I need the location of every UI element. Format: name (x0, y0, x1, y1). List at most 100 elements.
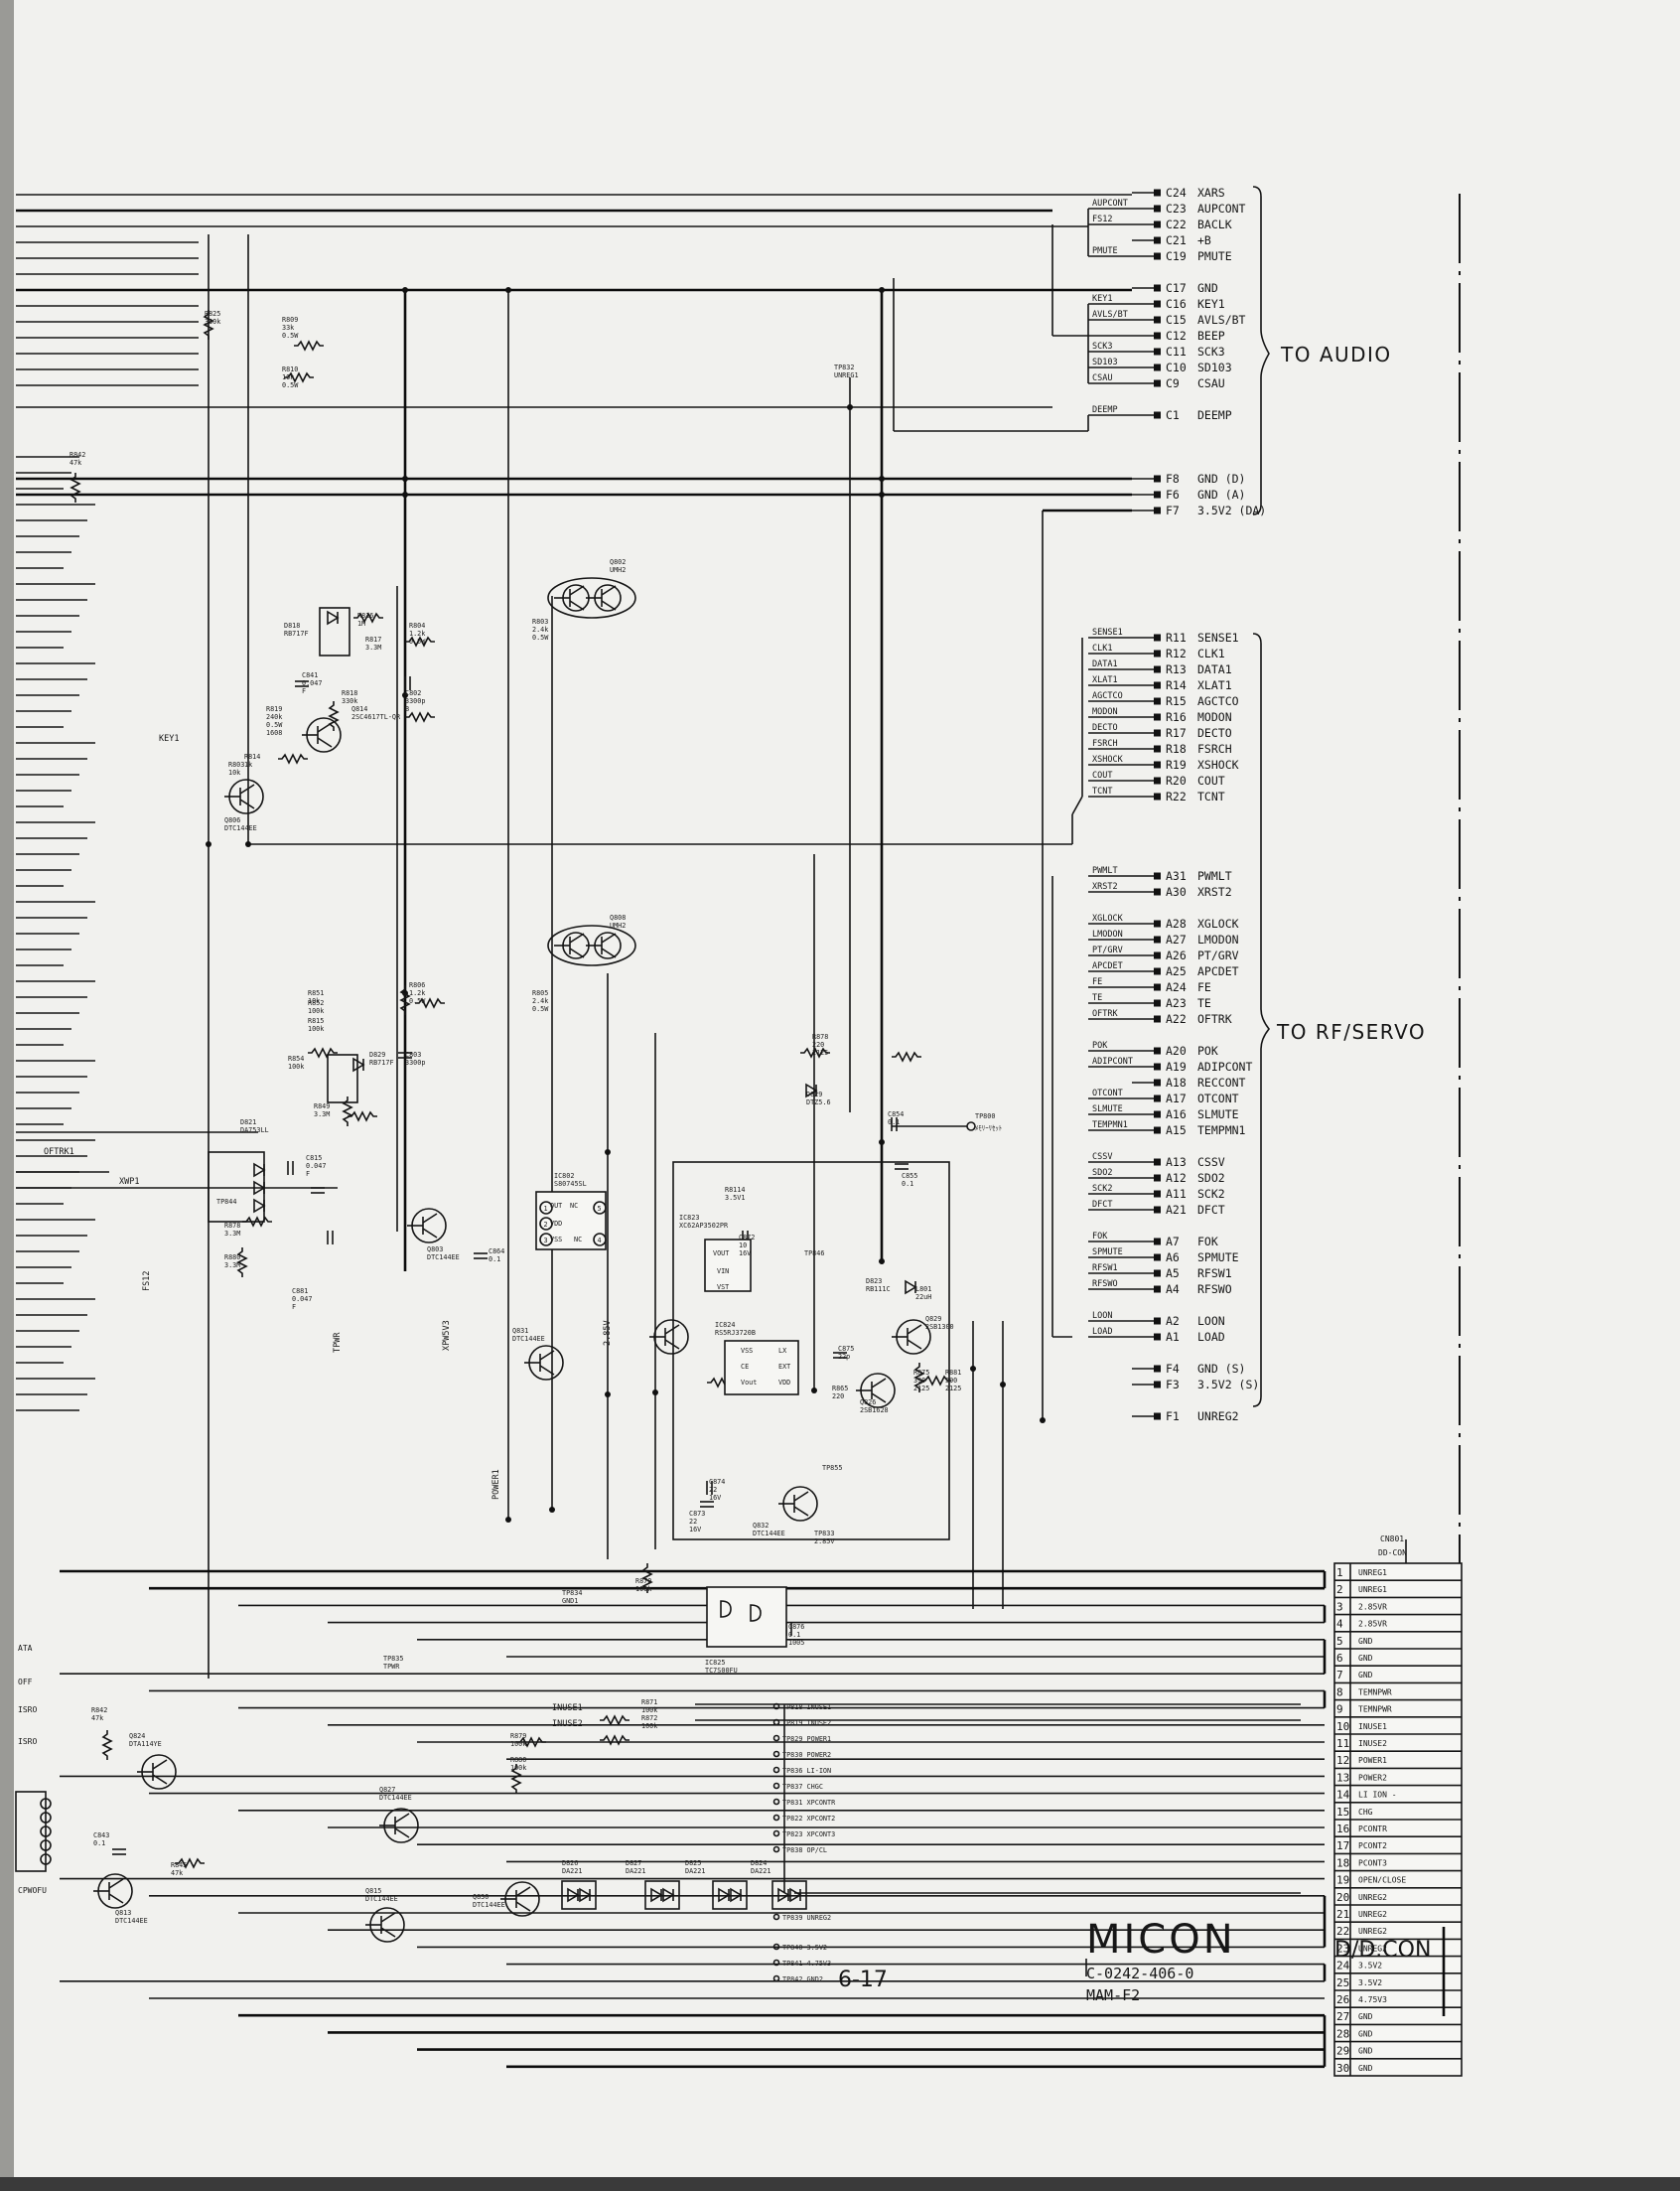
ic802-pin-out: OUT (550, 1202, 562, 1210)
connector-pin-4: 4 (1336, 1618, 1343, 1631)
connector-pin-20: 20 (1336, 1891, 1349, 1904)
rf-pin-15: A26 (1166, 949, 1187, 962)
edge-label-3: ISRO (18, 1737, 37, 1746)
rf-wire-2: DATA1 (1092, 659, 1118, 669)
audio-name-12: DEEMP (1197, 408, 1232, 422)
rf-pin-29: A21 (1166, 1203, 1187, 1217)
rf-name-10: TCNT (1197, 790, 1225, 803)
audio-name-2: BACLK (1197, 218, 1232, 231)
connector-signal-25: 3.5V2 (1358, 1978, 1382, 1987)
pwr-bot-name-2: UNREG2 (1197, 1409, 1239, 1423)
rf-wire-9: COUT (1092, 771, 1112, 781)
rf-pin-4: R15 (1166, 694, 1187, 708)
pwr-top-pin-2: F7 (1166, 504, 1180, 517)
rf-wire-18: TE (1092, 993, 1102, 1003)
rf-name-25: TEMPMN1 (1197, 1123, 1246, 1137)
rf-pin-2: R13 (1166, 662, 1187, 676)
rf-wire-14: LMODON (1092, 930, 1123, 940)
testpoint-tp830: TP830 POWER2 (782, 1751, 831, 1759)
connector-pin-8: 8 (1336, 1685, 1343, 1698)
signal-xwp1: XWP1 (119, 1177, 139, 1187)
audio-pin-9: C11 (1166, 345, 1187, 359)
audio-wire-9: SCK3 (1092, 342, 1112, 352)
audio-pin-4: C19 (1166, 249, 1187, 263)
connector-pin-26: 26 (1336, 1993, 1349, 2006)
connector-pin-25: 25 (1336, 1976, 1349, 1989)
rf-wire-10: TCNT (1092, 787, 1112, 797)
svg-text:4: 4 (598, 1237, 602, 1244)
rf-pin-28: A11 (1166, 1187, 1187, 1201)
pwr-top-name-1: GND (A) (1197, 488, 1245, 502)
page-bottom-edge (0, 2177, 1680, 2191)
rf-wire-26: CSSV (1092, 1152, 1112, 1162)
component-tp855: TP855 (822, 1464, 842, 1472)
ic824-pin-vss: VSS (741, 1347, 753, 1355)
signal-inuse2: INUSE2 (552, 1719, 583, 1729)
signal-key1: KEY1 (159, 734, 179, 744)
testpoint-tp837: TP837 CHGC (782, 1783, 823, 1791)
audio-brace (1252, 186, 1270, 515)
component-tp846: TP846 (804, 1249, 824, 1257)
rf-pin-1: R12 (1166, 647, 1187, 660)
audio-pin-7: C15 (1166, 313, 1187, 327)
rf-pin-33: A4 (1166, 1282, 1180, 1296)
signal-xpw5v3: XPW5V3 (442, 1320, 452, 1351)
drawing-number: C-0242-406-0 (1086, 1965, 1193, 1982)
audio-wire-1: AUPCONT (1092, 199, 1128, 209)
to-rf-servo-label: TO RF/SERVO (1276, 1020, 1426, 1044)
audio-name-7: AVLS/BT (1197, 313, 1246, 327)
connector-pin-29: 29 (1336, 2045, 1349, 2058)
component-tp800b: ﾒﾓﾘｰﾘｾｯﾄ (975, 1124, 1002, 1132)
ic802-pin-nc: NC (570, 1202, 578, 1210)
rf-wire-1: CLK1 (1092, 644, 1112, 654)
connector-signal-3: 2.85VR (1358, 1602, 1387, 1611)
connector-signal-27: GND (1358, 2012, 1373, 2021)
model-number: MAM-F2 (1086, 1986, 1140, 2004)
rf-wire-20: POK (1092, 1041, 1108, 1051)
connector-pin-10: 10 (1336, 1720, 1349, 1733)
rf-name-7: FSRCH (1197, 742, 1232, 756)
pwr-top-pin-1: F6 (1166, 488, 1180, 502)
connector-pin-17: 17 (1336, 1839, 1349, 1852)
rf-wire-34: LOON (1092, 1311, 1112, 1321)
rf-name-4: AGCTCO (1197, 694, 1239, 708)
connector-pin-12: 12 (1336, 1754, 1349, 1767)
connector-pin-13: 13 (1336, 1771, 1349, 1784)
rf-wire-24: SLMUTE (1092, 1104, 1123, 1114)
rf-wire-5: MODON (1092, 707, 1118, 717)
connector-pin-5: 5 (1336, 1635, 1343, 1648)
edge-label-4: CPWOFU (18, 1886, 47, 1895)
rf-name-8: XSHOCK (1197, 758, 1239, 772)
connector-signal-30: GND (1358, 2064, 1373, 2073)
rf-name-23: OTCONT (1197, 1092, 1239, 1105)
connector-signal-5: GND (1358, 1637, 1373, 1646)
rf-name-29: DFCT (1197, 1203, 1225, 1217)
signal-fs12: FS12 (142, 1271, 152, 1291)
connector-pin-27: 27 (1336, 2010, 1349, 2023)
connector-pin-18: 18 (1336, 1856, 1349, 1869)
rf-name-34: LOON (1197, 1314, 1225, 1328)
